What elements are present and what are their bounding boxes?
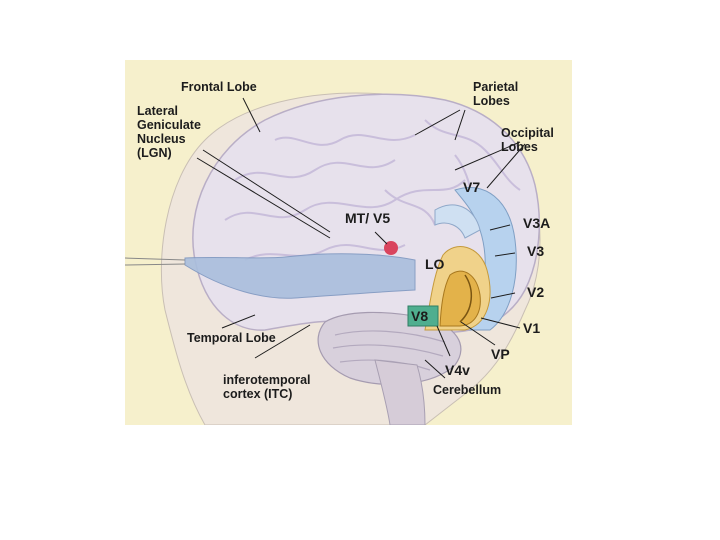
gyri-lines [224,119,521,261]
brain-visual-areas-figure: Frontal Lobe Lateral Geniculate Nucleus … [125,60,572,425]
label-parietal-lobes: Parietal Lobes [473,80,519,108]
label-v3: V3 [527,243,545,259]
area-v7-band [434,204,481,239]
optic-pathway [184,253,416,299]
label-itc: inferotemporal cortex (ITC) [223,373,311,401]
label-cerebellum: Cerebellum [433,383,502,397]
leader-lines [196,97,526,379]
label-v7: V7 [463,179,481,195]
label-v3a: V3A [523,215,551,231]
label-v1: V1 [523,320,541,336]
area-mt [384,241,398,255]
label-lgn: Lateral Geniculate Nucleus (LGN) [137,104,201,160]
area-v8 [407,305,439,327]
optic-nerve-line [125,257,186,261]
label-occipital-lobes: Occipital Lobes [501,126,554,154]
label-v2: V2 [527,284,545,300]
brain-illustration [125,92,541,425]
label-lo: LO [425,256,445,272]
label-v4v: V4v [445,362,470,378]
label-temporal-lobe: Temporal Lobe [187,331,276,345]
label-vp: VP [491,346,510,362]
label-v8: V8 [411,308,429,324]
label-frontal-lobe: Frontal Lobe [181,80,257,94]
label-mt-v5: MT/ V5 [345,210,391,226]
brainstem [374,359,426,425]
